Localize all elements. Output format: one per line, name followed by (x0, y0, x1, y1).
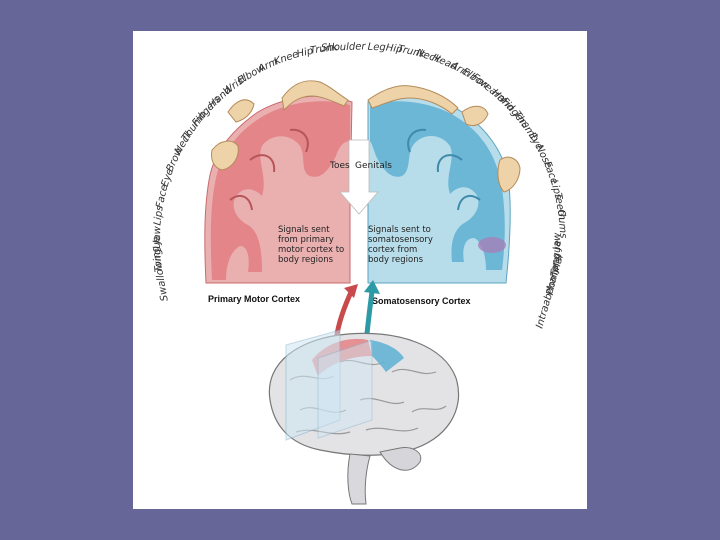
sensory-caption-line: Signals sent to (368, 225, 431, 235)
motor-caption-line: Signals sent (278, 225, 330, 235)
genitals-label: Genitals (355, 161, 392, 171)
sensory-caption-line: cortex from (368, 245, 417, 255)
whole-brain-illustration (269, 330, 458, 504)
motor-cortex-title: Primary Motor Cortex (208, 294, 300, 304)
body-part-label: Lips (152, 205, 165, 226)
sensory-cortex-title: Somatosensory Cortex (372, 296, 471, 306)
motor-caption-line: from primary (278, 235, 334, 245)
motor-caption-line: body regions (278, 255, 334, 265)
body-part-label: Leg (367, 42, 385, 54)
sensory-caption-line: somatosensory (368, 235, 433, 245)
toes-label: Toes (329, 161, 350, 171)
insula-shape (478, 237, 506, 253)
motor-caption-line: motor cortex to (278, 245, 344, 255)
sensory-caption-line: body regions (368, 255, 424, 265)
